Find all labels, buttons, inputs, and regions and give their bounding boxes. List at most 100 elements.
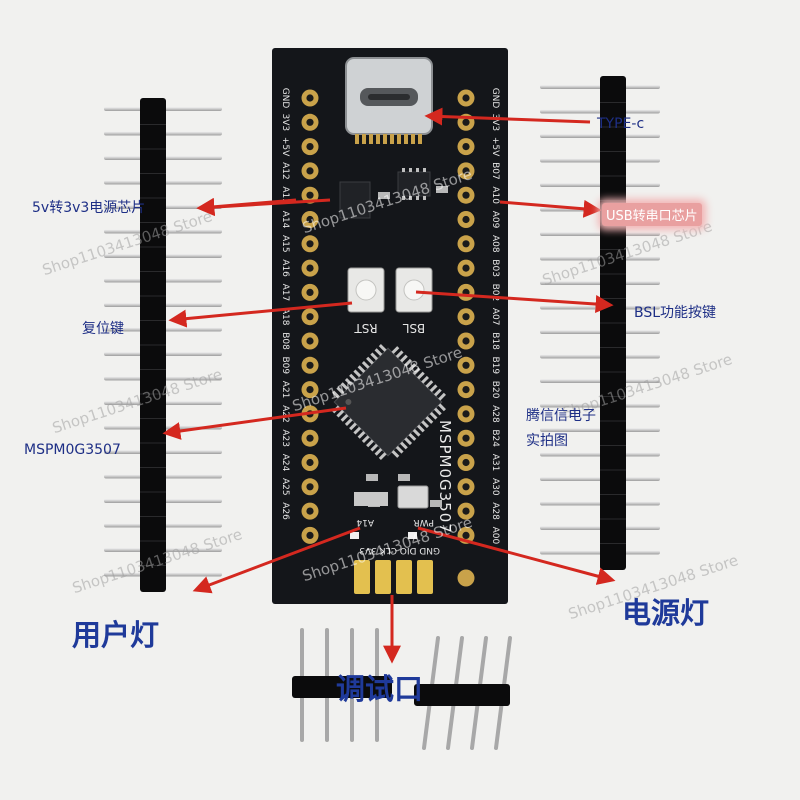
pin-hole (306, 118, 314, 126)
pin-label-left: A14 (280, 211, 290, 229)
callout-arrow (424, 107, 591, 126)
chip-lead (416, 168, 419, 172)
mcu-lead (421, 375, 430, 384)
usb-c-lead (369, 134, 373, 144)
power-led (408, 532, 417, 539)
pin-hole (462, 264, 470, 272)
callout-arrows (162, 107, 616, 664)
pin-label-left: A16 (280, 259, 290, 277)
pin-hole (462, 386, 470, 394)
pin-label-right: A28 (490, 502, 500, 520)
pin-label-right: +5V (490, 137, 500, 157)
pin-hole (462, 337, 470, 345)
mcu-lead (412, 367, 421, 376)
usb-c-tongue (368, 94, 410, 100)
usb-c-lead (411, 134, 415, 144)
mcu-lead (400, 354, 408, 363)
pin-hole (462, 410, 470, 418)
pin-label-left: A23 (280, 429, 290, 447)
pin-label-right: B03 (490, 259, 500, 277)
chip-lead (402, 196, 405, 200)
pin-label-right: B20 (490, 381, 500, 399)
callout-arrow (192, 526, 361, 594)
debug-pad (417, 560, 433, 594)
pcb-body (272, 48, 508, 604)
pin-hole (462, 507, 470, 515)
pin-label-left: B09 (280, 356, 290, 374)
pin-label-right: B24 (490, 429, 500, 447)
pin-hole (306, 191, 314, 199)
usb-serial-chip (397, 171, 431, 197)
pin-hole (306, 337, 314, 345)
pin-label-left: A21 (280, 381, 290, 399)
pin-label-right: GND (490, 88, 500, 109)
label-reset-key: 复位键 (82, 321, 124, 337)
mcu-lead (408, 433, 417, 441)
pin-label-right: A31 (490, 454, 500, 472)
pin-hole (306, 483, 314, 491)
mcu-lead (404, 437, 413, 446)
mcu-lead (400, 441, 408, 450)
rst-button-cap (355, 279, 377, 301)
callout-arrow (415, 290, 614, 314)
pin-hole (306, 288, 314, 296)
mcu-lead (412, 428, 421, 437)
pin-hole (306, 94, 314, 102)
mcu-lead (357, 365, 366, 374)
pin-hole (462, 361, 470, 369)
left-pin-header (104, 98, 222, 592)
mcu-lead (438, 403, 446, 412)
pin-label-left: A13 (280, 186, 290, 204)
pin-hole (462, 118, 470, 126)
label-user-led: 用户灯 (72, 618, 160, 652)
callout-arrow (417, 526, 616, 585)
label-power-chip: 5v转3v3电源芯片 (32, 200, 146, 216)
pin-label-left: B08 (280, 332, 290, 350)
pin-pad (457, 569, 475, 587)
mcu-lead (425, 416, 434, 424)
pin-hole (306, 531, 314, 540)
mcu-lead (336, 386, 345, 395)
pin-label-right: A10 (490, 186, 500, 204)
pin-label-left: 3V3 (280, 113, 290, 131)
mcu-lead (349, 422, 357, 431)
callout-arrow (499, 199, 602, 218)
mcu-lead (433, 388, 442, 397)
smd-passive (398, 474, 410, 481)
chip-lead (409, 168, 412, 172)
usb-c-lead (355, 134, 359, 144)
pin-label-right: A30 (490, 478, 500, 496)
mcu-lead (391, 450, 400, 458)
pin-label-left: A12 (280, 162, 290, 180)
mcu-lead (353, 426, 362, 435)
mcu-body (333, 347, 443, 457)
debug-pin-labels: GND DIO CLK 3V3 (359, 545, 440, 555)
pin-hole (306, 215, 314, 224)
chip-lead (409, 196, 412, 200)
usb-c-lead (376, 134, 380, 144)
label-debug-port: 调试口 (336, 672, 424, 706)
debug-pad (375, 560, 391, 594)
pin-hole (462, 167, 470, 175)
pin-label-left: A15 (280, 235, 290, 253)
usb-c-lead (383, 134, 387, 144)
pin-label-right: B18 (490, 332, 500, 350)
led-pwr-label: PWR (413, 517, 434, 527)
pin-label-left: A18 (280, 308, 290, 326)
mcu-lead (332, 390, 340, 399)
label-mcu-name: MSPM0G3507 (24, 442, 121, 458)
smd-passive (366, 474, 378, 481)
silk-model: MSPM0G3507 (436, 420, 454, 534)
callout-arrow (168, 301, 353, 328)
pin-hole (462, 434, 470, 442)
pin-hole (462, 143, 470, 151)
mcu-lead (421, 420, 430, 429)
mcu-lead (370, 443, 379, 452)
mcu-lead (433, 407, 442, 416)
pin-hole (306, 458, 314, 467)
mcu-lead (366, 356, 374, 365)
mcu-lead (395, 445, 404, 454)
mcu-lead (404, 358, 413, 367)
